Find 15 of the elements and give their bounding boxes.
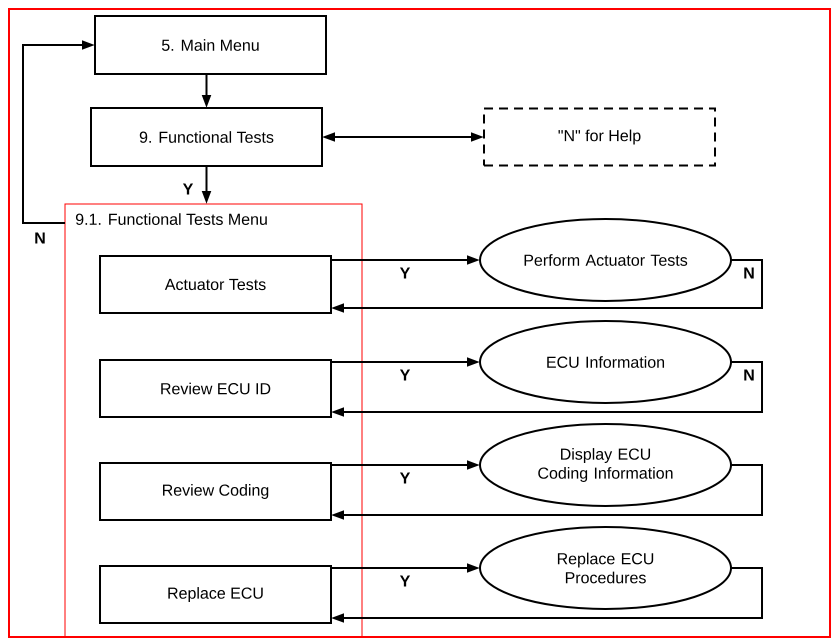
- process-box: 9. Functional Tests: [90, 107, 323, 167]
- process-box: 5. Main Menu: [94, 15, 327, 75]
- edge-label: Y: [398, 368, 412, 382]
- process-box: Review Coding: [99, 462, 332, 521]
- edge-label: N: [742, 266, 756, 280]
- process-box: Review ECU ID: [99, 359, 332, 418]
- edge-label: Y: [398, 266, 412, 280]
- process-box: Actuator Tests: [99, 255, 332, 314]
- edge-label: Y: [398, 574, 412, 588]
- edge-label: N: [742, 368, 756, 382]
- process-box: Replace ECU: [99, 565, 332, 624]
- edge-label: Y: [182, 182, 194, 196]
- help-box: "N" for Help: [483, 108, 716, 166]
- edge-label: N: [33, 232, 47, 244]
- edge-label: Y: [398, 472, 412, 484]
